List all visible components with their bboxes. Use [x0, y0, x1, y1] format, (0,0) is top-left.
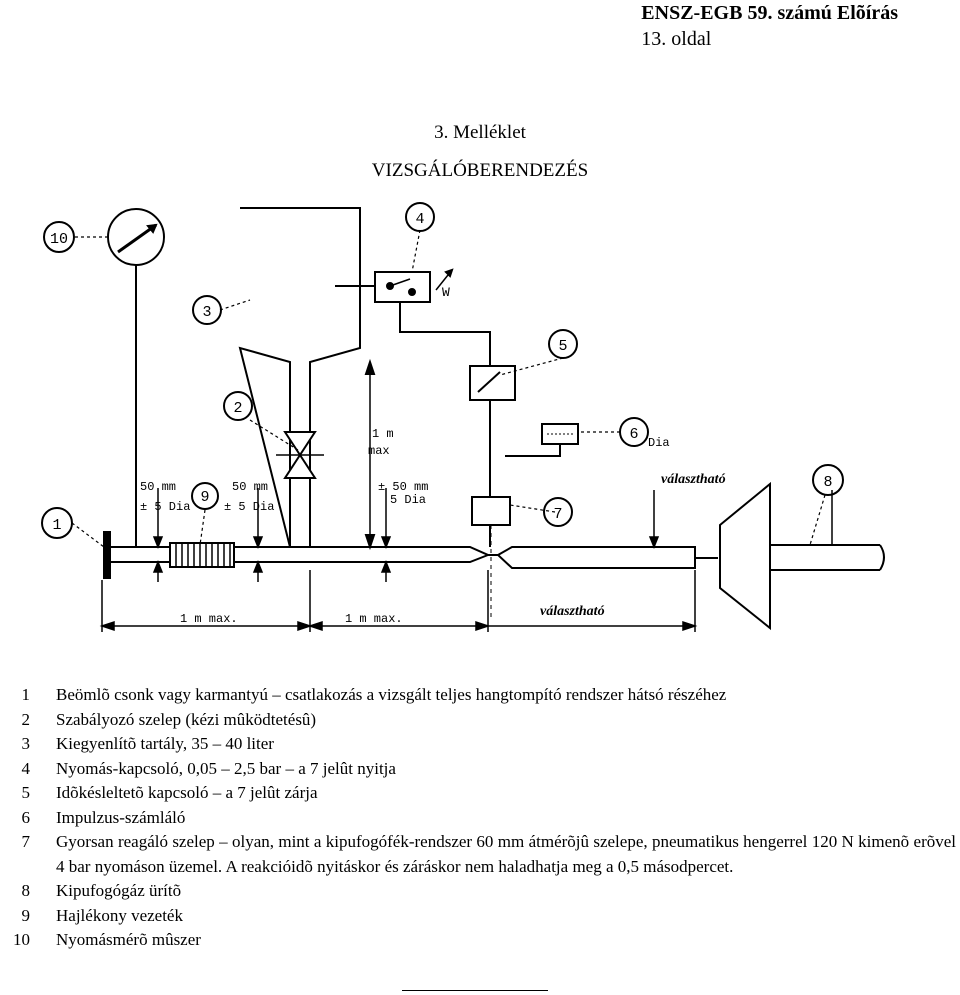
callout-6: 6 — [629, 426, 638, 443]
callout-numbers: 10 1 3 2 4 5 6 7 9 8 — [50, 211, 833, 534]
callout-9: 9 — [200, 489, 209, 506]
callout-5: 5 — [558, 338, 567, 355]
dia-6-label: Dia — [648, 436, 670, 450]
optional-label-top: választható — [661, 472, 726, 487]
annex-title: 3. Melléklet — [434, 122, 526, 143]
main-pipe — [103, 531, 696, 579]
length-dimensions — [99, 490, 833, 632]
length-label-1: 1 m max. — [180, 612, 238, 626]
diameter-dimensions — [152, 488, 392, 582]
test-apparatus-diagram: 10 1 3 2 4 5 6 7 9 8 W 1 m max 50 mm ± 5… — [41, 202, 885, 632]
dim-mid-b: ± 5 Dia — [224, 500, 274, 514]
annex-subtitle: VIZSGÁLÓBERENDEZÉS — [371, 160, 589, 181]
length-label-2: 1 m max. — [345, 612, 403, 626]
height-dimension — [364, 358, 376, 551]
delay-timer-switch — [469, 365, 516, 497]
impulse-counter — [505, 423, 579, 457]
height-label: 1 m — [372, 427, 394, 441]
dim-mid-a: 50 mm — [232, 480, 268, 494]
exhaust-extractor — [696, 481, 885, 631]
callout-circles — [41, 202, 844, 539]
dim-left-b: ± 5 Dia — [140, 500, 190, 514]
dim-left-a: 50 mm — [140, 480, 176, 494]
pressure-gauge — [107, 208, 165, 547]
height-label-max: max — [368, 444, 390, 458]
regulation-title: ENSZ-EGB 59. számú Elõírás — [641, 2, 898, 24]
leader-lines — [71, 229, 826, 548]
dim-right-b: 5 Dia — [390, 493, 426, 507]
callout-10: 10 — [50, 231, 68, 248]
callout-4: 4 — [415, 211, 424, 228]
callout-3: 3 — [202, 304, 211, 321]
flexible-hose — [169, 542, 235, 568]
callout-2: 2 — [233, 400, 242, 417]
callout-8: 8 — [823, 474, 832, 491]
fast-acting-valve — [471, 496, 511, 620]
callout-1: 1 — [52, 517, 61, 534]
end-divider — [402, 990, 548, 991]
dimension-labels: W 1 m max 50 mm ± 5 Dia 50 mm ± 5 Dia ± … — [140, 285, 726, 626]
optional-label-bottom: választható — [540, 604, 605, 619]
callout-7: 7 — [553, 506, 562, 523]
page-header: ENSZ-EGB 59. számú Elõírás 13. oldal — [641, 0, 898, 52]
page-number: 13. oldal — [641, 28, 712, 50]
regulating-valve — [276, 431, 324, 479]
pressure-switch — [335, 268, 491, 366]
switch-mark: W — [442, 285, 450, 300]
dim-right-a: ± 50 mm — [378, 480, 428, 494]
